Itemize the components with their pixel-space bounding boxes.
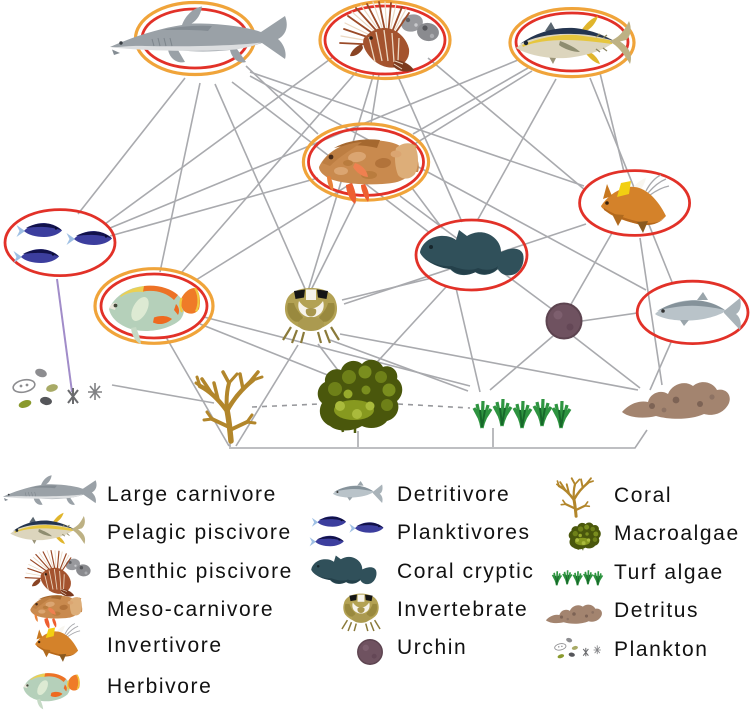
svg-text:Detritivore: Detritivore <box>397 483 510 506</box>
svg-text:Detritus: Detritus <box>614 599 699 622</box>
svg-text:Invertebrate: Invertebrate <box>397 598 528 621</box>
svg-text:Benthic piscivore: Benthic piscivore <box>107 560 293 583</box>
svg-text:Coral: Coral <box>614 484 672 507</box>
svg-text:Large carnivore: Large carnivore <box>107 483 277 506</box>
svg-text:Plankton: Plankton <box>614 638 709 661</box>
svg-text:Meso-carnivore: Meso-carnivore <box>107 598 274 621</box>
svg-text:Coral cryptic: Coral cryptic <box>397 560 535 583</box>
svg-text:Pelagic piscivore: Pelagic piscivore <box>107 521 292 544</box>
svg-text:Macroalgae: Macroalgae <box>614 522 740 545</box>
svg-text:Invertivore: Invertivore <box>107 634 223 657</box>
svg-text:Turf algae: Turf algae <box>614 561 724 584</box>
svg-text:Urchin: Urchin <box>397 636 467 659</box>
svg-text:Herbivore: Herbivore <box>107 675 212 698</box>
svg-text:Planktivores: Planktivores <box>397 521 531 544</box>
